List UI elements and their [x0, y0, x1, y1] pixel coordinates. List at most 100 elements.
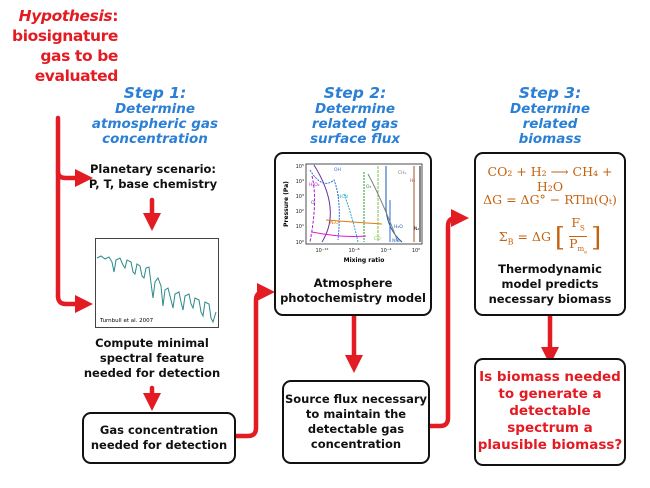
model-line-2: photochemistry model: [280, 291, 426, 305]
eq3-den: P: [569, 235, 578, 251]
question-line-1: Is biomass needed: [479, 369, 621, 385]
eq3-num: F: [571, 215, 581, 230]
curve-n2o: [325, 219, 383, 225]
step-3-desc-3: biomass: [518, 131, 582, 147]
ytick-2: 10³: [296, 194, 304, 200]
photochemistry-box: Pressure (Pa) 10⁵ 10⁴ 10³ 10² 10¹ 10⁰ 10…: [274, 152, 432, 316]
label-co: CO: [374, 236, 381, 242]
step-2-desc-2: related gas: [311, 116, 399, 132]
gas-box-line-1: Gas concentration: [99, 423, 219, 437]
source-flux-box: Source flux necessary to maintain the de…: [282, 380, 430, 464]
thermo-line-1: Thermodynamic: [498, 262, 602, 276]
hypothesis-word: Hypothesis: [18, 7, 113, 25]
xtick-2: 10⁻⁴: [380, 248, 391, 254]
flux-text: Source flux necessary to maintain the de…: [284, 392, 428, 452]
spectrum-credit: Turnbull et al. 2007: [99, 318, 154, 324]
plot-ylabel: Pressure (Pa): [283, 181, 290, 227]
hypothesis-line-2: gas to be: [40, 47, 118, 65]
scenario-line-2: P, T, base chemistry: [88, 177, 218, 191]
curve-oh: [309, 169, 340, 241]
eq3-sigma: Σ: [498, 228, 508, 244]
model-line-1: Atmosphere: [313, 276, 393, 290]
thermo-line-2: model predicts: [501, 277, 599, 291]
thermo-line-3: necessary biomass: [488, 292, 612, 306]
step-1-desc-3: concentration: [102, 131, 208, 147]
eq3-den-sub: m: [577, 245, 585, 253]
label-nh3: NH₃: [392, 238, 401, 244]
label-hcn: HCN: [338, 194, 348, 200]
question-line-5: plausible biomass?: [477, 437, 623, 453]
thermodynamic-box: CO₂ + H₂ ⟶ CH₄ + H₂O ΔG = ΔG° − RTln(Qₜ)…: [474, 152, 626, 316]
spectrum-plot: Turnbull et al. 2007: [95, 238, 219, 328]
curve-o: [313, 164, 331, 243]
hypothesis-line-1: biosignature: [12, 27, 118, 45]
gas-box-text: Gas concentration needed for detection: [84, 423, 234, 453]
label-ch4: CH₄: [398, 170, 407, 176]
planetary-scenario-text: Planetary scenario: P, T, base chemistry: [78, 162, 228, 192]
arrow-to-spectrum: [55, 293, 93, 313]
flux-line-3: detectable gas: [307, 422, 405, 436]
label-o: O: [311, 200, 315, 206]
curve-hcn: [343, 193, 359, 243]
eq3-mid: = ΔG: [513, 228, 551, 244]
eq3-fraction: FS Pme: [569, 215, 588, 259]
question-line-4: spectrum a: [507, 420, 593, 436]
biomass-equation: ΣB = ΔG [ FS Pme ]: [476, 216, 624, 255]
step-2-header: Step 2: Determine related gas surface fl…: [280, 84, 430, 147]
mixing-ratio-plot: Pressure (Pa) 10⁵ 10⁴ 10³ 10² 10¹ 10⁰ 10…: [283, 163, 423, 264]
label-n2: N₂: [414, 226, 419, 232]
biomass-question-box: Is biomass needed to generate a detectab…: [474, 358, 626, 466]
step-2-title: Step 2:: [323, 84, 387, 102]
question-line-3: detectable: [509, 403, 591, 419]
thermo-text: Thermodynamic model predicts necessary b…: [476, 262, 624, 307]
gas-box-line-2: needed for detection: [90, 438, 228, 452]
gibbs-equation: ΔG = ΔG° − RTln(Qₜ): [483, 192, 617, 207]
compute-line-1: Compute minimal: [95, 336, 209, 350]
arrow-gasbox-to-model: [233, 283, 275, 439]
label-h2o: H₂O: [394, 224, 403, 230]
ytick-0: 10⁵: [296, 164, 304, 170]
step-2-desc-1: Determine: [314, 101, 396, 117]
ytick-1: 10⁴: [296, 179, 304, 185]
scenario-line-1: Planetary scenario:: [89, 162, 217, 176]
hypothesis-label: Hypothesis: biosignature gas to be evalu…: [0, 6, 118, 86]
model-text: Atmosphere photochemistry model: [276, 276, 430, 306]
step-1-title: Step 1:: [123, 84, 187, 102]
eq3-left-bracket: [: [554, 222, 566, 253]
step-3-desc-1: Determine: [509, 101, 591, 117]
arrow-flux-to-thermo: [427, 209, 469, 429]
label-o3: O₃: [366, 184, 372, 190]
flux-line-2: to maintain the: [305, 407, 407, 421]
gas-concentration-box: Gas concentration needed for detection: [82, 412, 236, 464]
curve-ch4: [367, 173, 399, 243]
spectrum-line: [96, 255, 217, 324]
step-3-header: Step 3: Determine related biomass: [475, 84, 625, 147]
question-text: Is biomass needed to generate a detectab…: [476, 369, 624, 454]
flux-line-4: concentration: [310, 437, 402, 451]
ytick-3: 10²: [296, 209, 304, 215]
compute-line-2: spectral feature: [99, 351, 205, 365]
label-n2o: N₂O: [330, 220, 339, 226]
curve-h2o2: [309, 175, 316, 243]
step-1-desc-2: atmospheric gas: [91, 116, 219, 132]
hypothesis-colon: :: [112, 7, 118, 25]
xtick-0: 10⁻¹²: [315, 248, 328, 254]
reaction-equation: CO₂ + H₂ ⟶ CH₄ + H₂O: [487, 164, 613, 194]
compute-line-3: needed for detection: [83, 366, 221, 380]
hypothesis-line-3: evaluated: [34, 67, 119, 85]
label-h2: H₂: [410, 178, 415, 184]
xtick-3: 10⁰: [412, 248, 420, 254]
step-2-desc-3: surface flux: [309, 131, 401, 147]
ytick-5: 10⁰: [296, 240, 304, 246]
compute-feature-text: Compute minimal spectral feature needed …: [72, 336, 232, 381]
spectrum-frame: [95, 238, 219, 328]
step-1-header: Step 1: Determine atmospheric gas concen…: [80, 84, 230, 147]
step-3-title: Step 3:: [518, 84, 582, 102]
eq3-num-sub: S: [580, 224, 585, 233]
label-oh: OH: [334, 167, 341, 173]
plot-xlabel: Mixing ratio: [344, 257, 385, 264]
flux-line-1: Source flux necessary: [284, 392, 427, 406]
question-line-2: to generate a: [498, 386, 602, 402]
arrow-to-scenario: [55, 169, 93, 187]
